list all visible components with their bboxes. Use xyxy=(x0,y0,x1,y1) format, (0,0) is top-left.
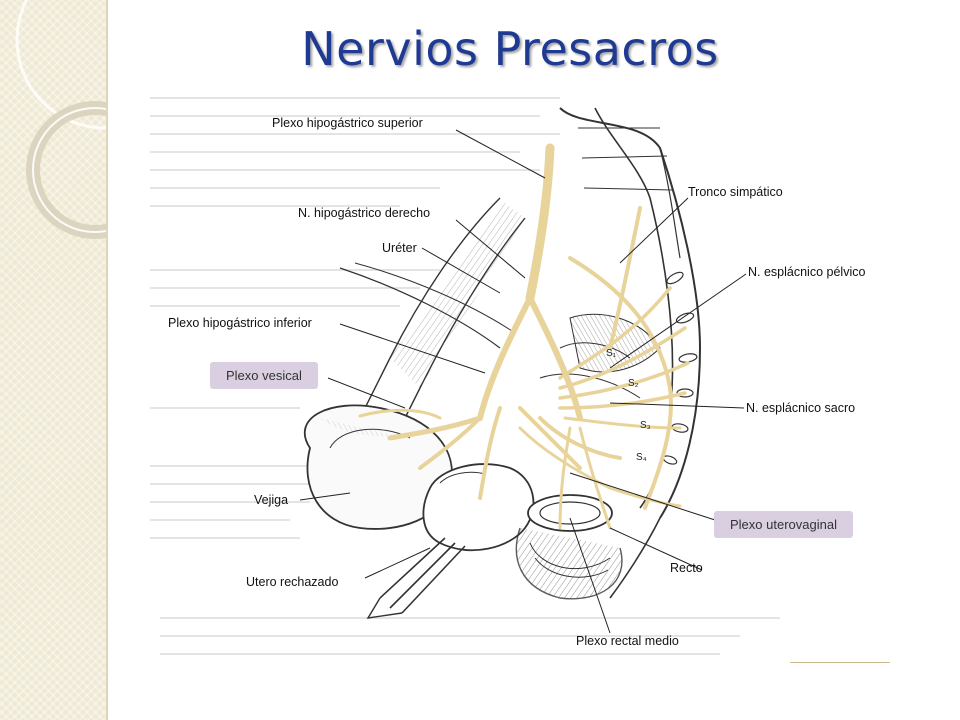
ghost-text-lines xyxy=(150,97,780,655)
rectum xyxy=(515,494,623,600)
sacral-marker: S₃ xyxy=(640,420,651,431)
uterus xyxy=(366,463,535,619)
label-tronco-simpatico: Tronco simpático xyxy=(688,185,783,199)
nerve-plexus xyxy=(358,143,690,530)
pelvic-nerves-illustration: S₁ S₂ S₃ S₄ xyxy=(150,97,780,655)
label-plexo-vesical: Plexo vesical xyxy=(210,362,318,389)
decorative-circles-icon xyxy=(15,0,106,239)
label-vejiga: Vejiga xyxy=(254,493,289,507)
decorative-baseline xyxy=(790,662,890,663)
label-utero-rechazado: Utero rechazado xyxy=(246,575,339,589)
label-ureter: Uréter xyxy=(382,241,417,255)
decorative-side-strip xyxy=(0,0,108,720)
label-recto: Recto xyxy=(670,561,703,575)
sacral-marker: S₁ xyxy=(606,348,617,359)
label-n-esplacnico-pelvico: N. esplácnico pélvico xyxy=(748,265,866,279)
sacral-markers: S₁ S₂ S₃ S₄ xyxy=(606,348,651,463)
sacral-marker: S₄ xyxy=(636,452,647,463)
page-title: Nervios Presacros xyxy=(301,22,719,76)
label-plexo-hipogastrico-inferior: Plexo hipogástrico inferior xyxy=(168,316,312,330)
label-plexo-rectal-medio: Plexo rectal medio xyxy=(576,634,679,648)
bladder xyxy=(303,404,453,530)
label-n-esplacnico-sacro: N. esplácnico sacro xyxy=(746,401,856,415)
leader-lines xyxy=(299,129,747,634)
sacral-marker: S₂ xyxy=(628,378,639,389)
label-plexo-hipogastrico-superior: Plexo hipogástrico superior xyxy=(272,116,423,130)
label-n-hipogastrico-derecho: N. hipogástrico derecho xyxy=(298,206,431,220)
label-plexo-uterovaginal: Plexo uterovaginal xyxy=(714,511,853,538)
